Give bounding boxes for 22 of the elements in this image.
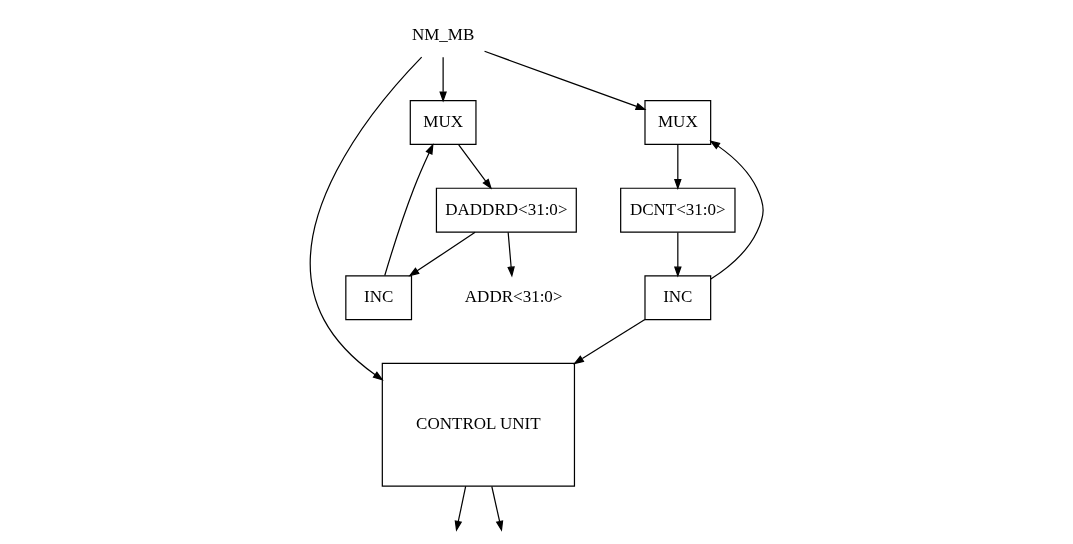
node-text: NM_MB (411, 24, 475, 44)
node-box: MUX (644, 100, 712, 146)
node-box: DADDRD<31:0> (435, 187, 577, 233)
arrow (454, 485, 467, 532)
arrow (439, 56, 447, 103)
node-box: CONTROL UNIT (381, 362, 576, 487)
arrow (573, 318, 646, 365)
arrow (674, 231, 682, 278)
arrow (507, 231, 515, 278)
arrow (709, 140, 764, 280)
node-box: MUX (409, 100, 477, 146)
arrow (491, 485, 504, 532)
arrow (483, 50, 647, 110)
node-text: ADDR<31:0> (464, 287, 563, 307)
node-box: DCNT<31:0> (620, 187, 736, 233)
node-box: INC (644, 275, 712, 321)
node-box: INC (345, 275, 413, 321)
arrow (384, 143, 434, 277)
arrow (458, 144, 492, 190)
arrow (674, 144, 682, 190)
arrow (408, 231, 476, 277)
arrow (309, 56, 423, 381)
